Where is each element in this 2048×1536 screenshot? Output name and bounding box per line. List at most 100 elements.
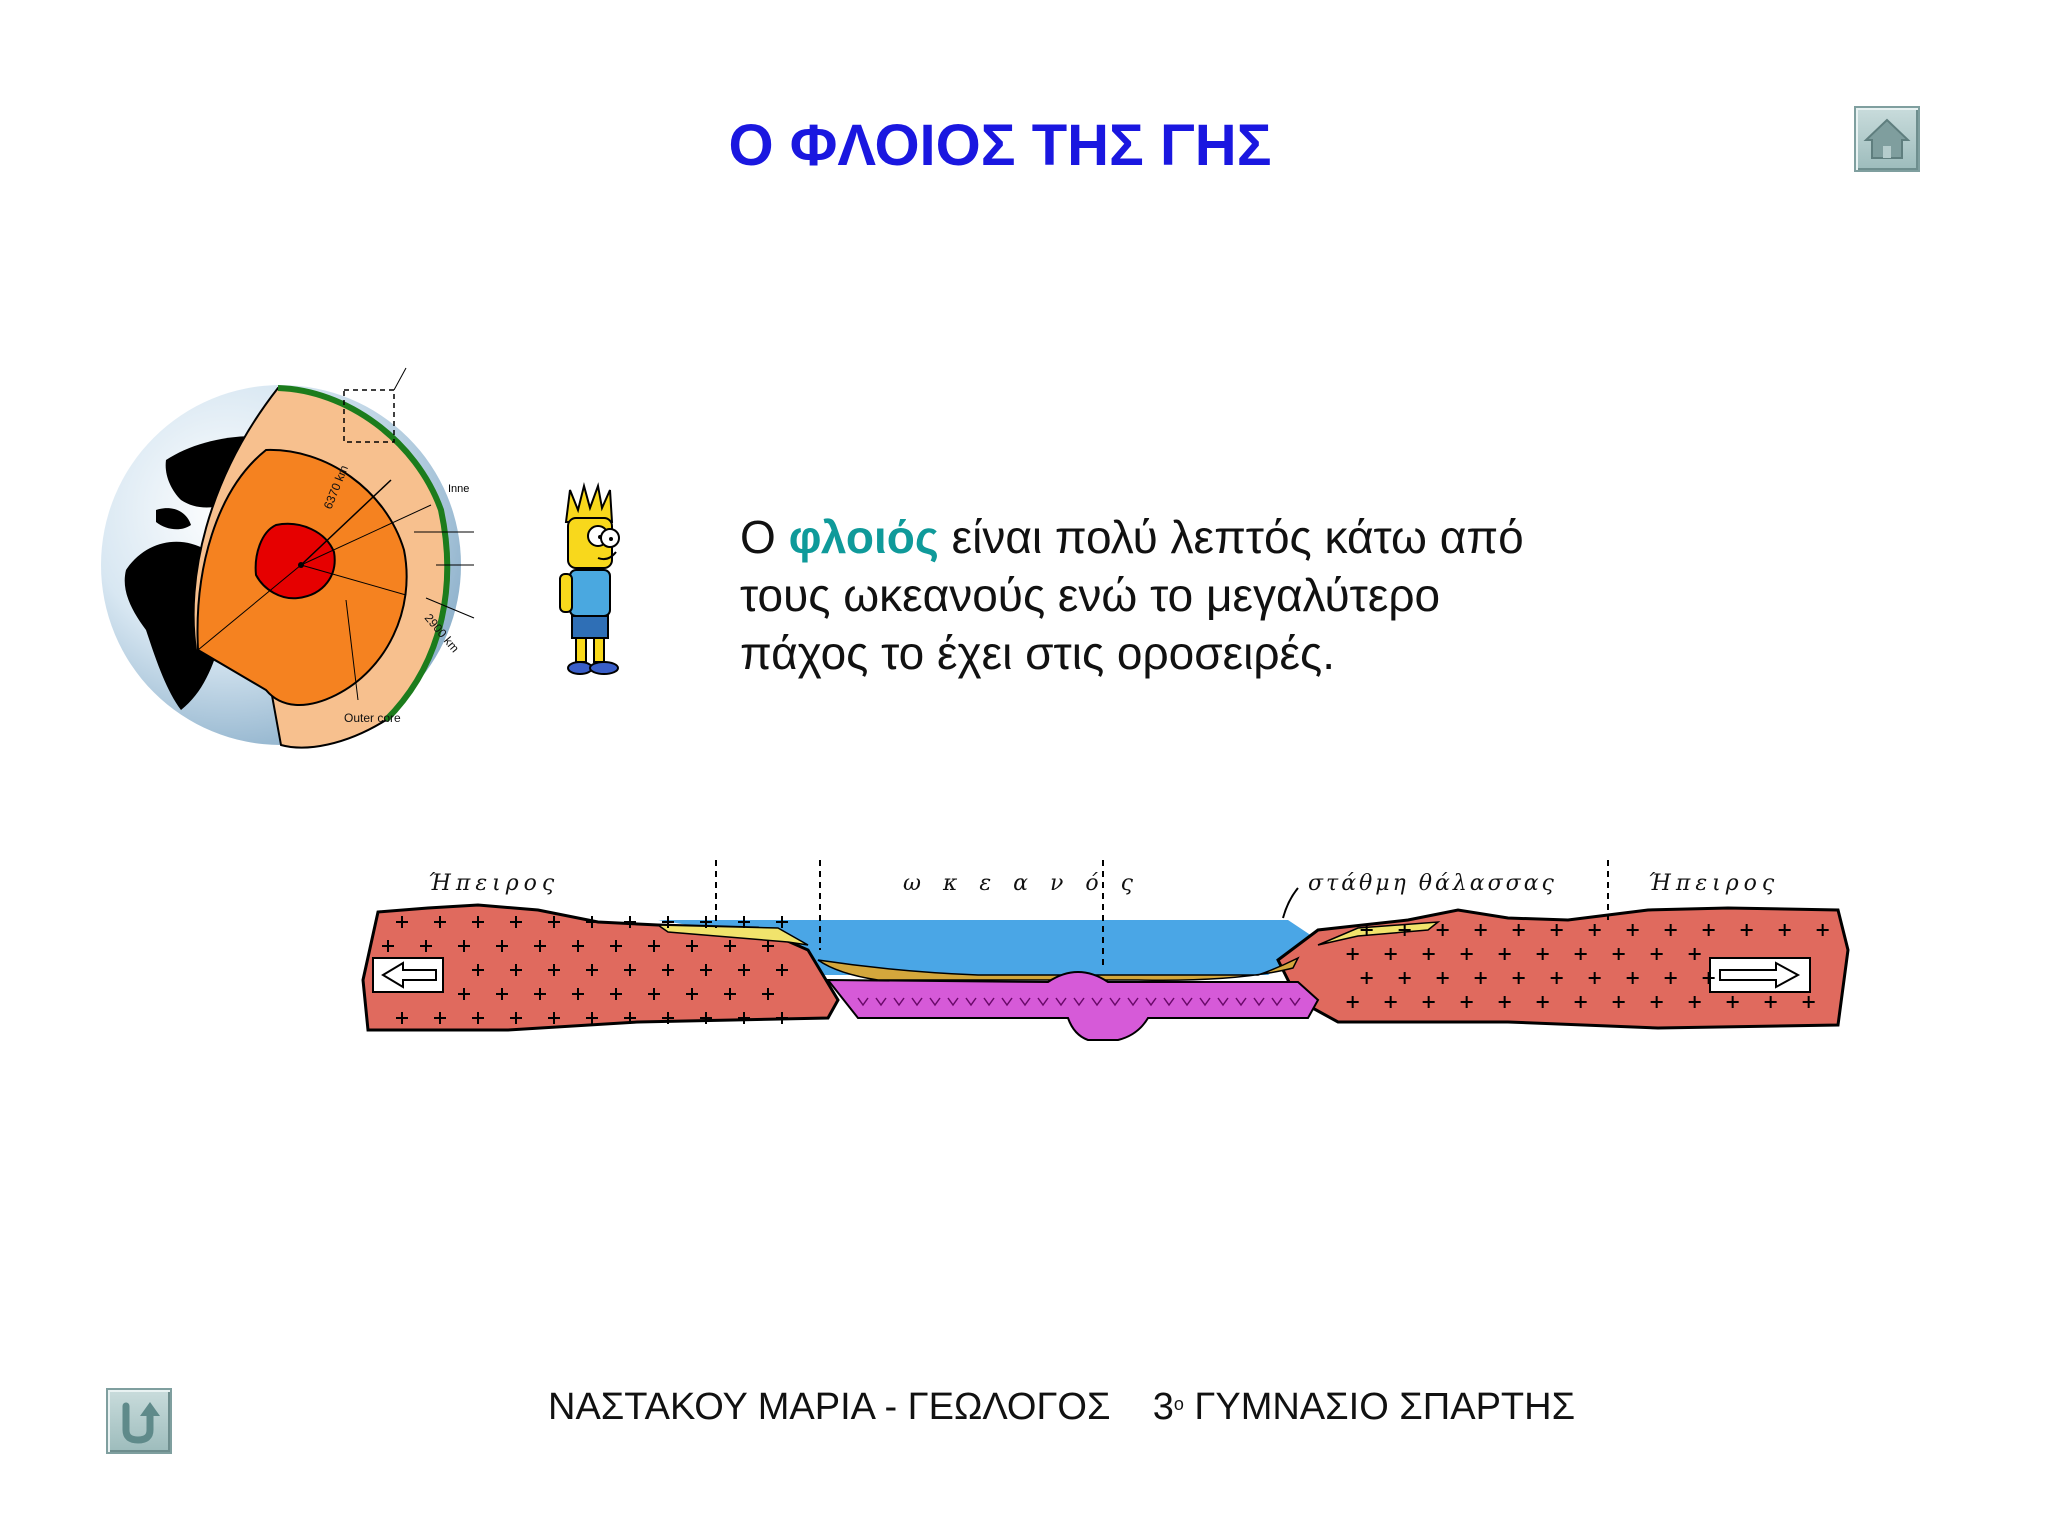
plus-mark [662,1012,674,1024]
label-sea-level: στάθμη θάλασσας [1308,871,1557,896]
arrow-right-box [1709,957,1811,993]
plus-mark [1474,924,1487,936]
basalt-v-marks [857,997,1301,1007]
crust-layer [277,385,451,723]
label-continent-left: Ήπειρος [428,871,559,896]
plus-mark [510,964,522,976]
plus-mark [1740,924,1753,936]
v-mark [1181,997,1193,1007]
plus-mark [1398,972,1411,984]
oceanic-crust [825,971,1320,1041]
plus-mark [648,988,660,1000]
plus-mark [762,940,774,952]
plus-mark [610,988,622,1000]
v-mark [857,997,869,1007]
plus-mark [586,916,598,928]
plus-mark [1574,996,1587,1008]
plus-mark [548,1012,560,1024]
plus-mark [1626,972,1639,984]
return-button[interactable] [106,1388,172,1454]
plus-mark [472,964,484,976]
label-ocean: ωκεανός [903,871,1155,896]
v-mark [1271,997,1283,1007]
plus-mark [1664,972,1677,984]
v-mark [1145,997,1157,1007]
plus-mark [1360,924,1373,936]
plus-mark [686,940,698,952]
plus-mark [396,1012,408,1024]
plus-mark [1346,948,1359,960]
plus-mark [1436,972,1449,984]
v-mark [911,997,923,1007]
plus-mark [1664,924,1677,936]
plus-mark [1626,924,1639,936]
v-mark [1037,997,1049,1007]
plus-mark [458,988,470,1000]
plus-mark [434,916,446,928]
v-mark [1109,997,1121,1007]
plus-mark [1384,948,1397,960]
plus-mark [1702,972,1715,984]
plus-mark [1474,972,1487,984]
plus-mark [1688,996,1701,1008]
outer-core-label: Outer core [344,711,401,725]
plus-mark [548,916,560,928]
plus-mark [1422,996,1435,1008]
plus-mark [1384,996,1397,1008]
plus-mark [572,988,584,1000]
continent-right [1276,906,1850,1030]
plus-mark [624,916,636,928]
plus-mark [1764,996,1777,1008]
plus-mark [1422,948,1435,960]
plus-mark [648,940,660,952]
plus-mark [1612,996,1625,1008]
home-button[interactable] [1854,106,1920,172]
v-mark [947,997,959,1007]
label-continent-right: Ήπειρος [1648,871,1779,896]
left-arrow-icon [381,961,437,989]
plus-mark [610,940,622,952]
inner-label: Inne [448,483,469,495]
plus-mark [1802,996,1815,1008]
plus-mark [1346,996,1359,1008]
plus-mark [1460,996,1473,1008]
plus-mark [396,916,408,928]
ocean-sediment [817,956,1300,981]
footer-school-name: ΓΥΜΝΑΣΙΟ ΣΠΑΡΤΗΣ [1194,1386,1576,1428]
plus-mark [534,940,546,952]
body-line-3: πάχος το έχει στις οροσειρές. [740,627,1335,679]
plus-mark [586,964,598,976]
plus-mark [724,940,736,952]
plus-mark [510,1012,522,1024]
plus-mark [776,964,788,976]
plus-mark [624,1012,636,1024]
footer-credits: ΝΑΣΤΑΚΟΥ ΜΑΡΙΑ - ΓΕΩΛΟΓΟΣ 3ο ΓΥΜΝΑΣΙΟ ΣΠ… [548,1386,1575,1429]
v-mark [1019,997,1031,1007]
plus-mark [724,988,736,1000]
plus-mark [420,940,432,952]
plus-mark [1726,996,1739,1008]
plus-mark [510,916,522,928]
plus-mark [1536,948,1549,960]
v-mark [875,997,887,1007]
v-mark [1217,997,1229,1007]
plus-mark [686,988,698,1000]
crust-cross-section-diagram: Ήπειρος ωκεανός στάθμη θάλασσας Ήπειρος [361,860,1850,1041]
v-mark [1289,997,1301,1007]
plus-mark [1498,996,1511,1008]
plus-mark [1498,948,1511,960]
v-mark [1127,997,1139,1007]
body-line-2: τους ωκεανούς ενώ το μεγαλύτερο [740,569,1441,621]
plus-mark [662,964,674,976]
footer-school-ordinal: ο [1173,1394,1184,1414]
granite-plus-marks [382,916,1829,1024]
earth-cutaway-illustration: Inne 6370 km 2900 km Outer core [101,367,475,749]
plus-mark [382,940,394,952]
plus-mark [1688,948,1701,960]
plus-mark [738,1012,750,1024]
plus-mark [496,988,508,1000]
v-mark [1073,997,1085,1007]
body-line-1: Ο φλοιός είναι πολύ λεπτός κάτω από [740,511,1524,563]
plus-mark [572,940,584,952]
plus-mark [1512,924,1525,936]
